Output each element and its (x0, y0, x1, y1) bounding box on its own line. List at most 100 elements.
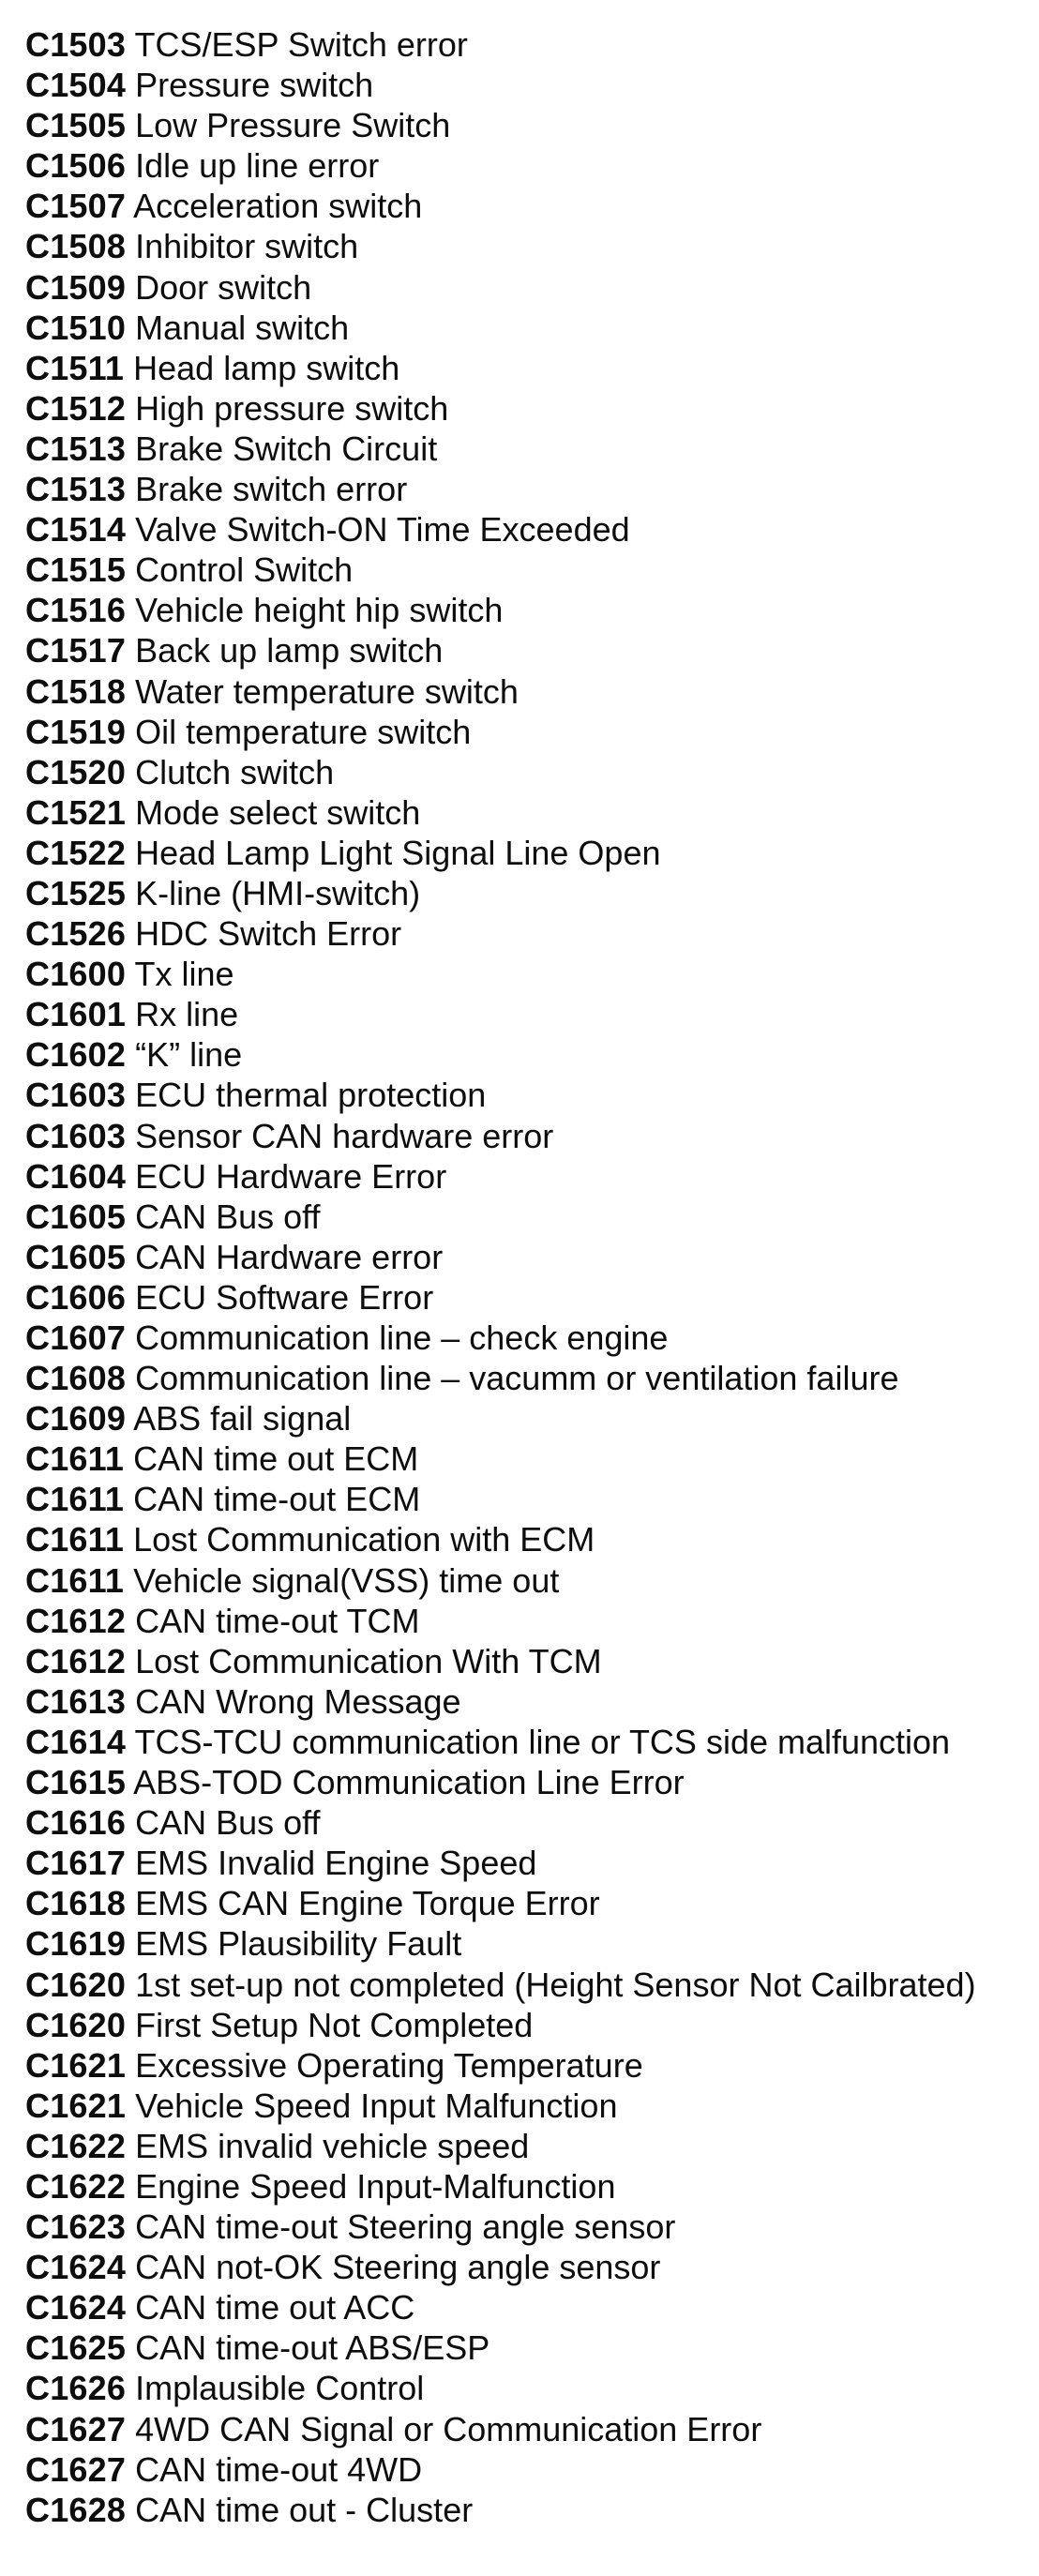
dtc-row: C1608 Communication line – vacumm or ven… (25, 1358, 1039, 1398)
dtc-code: C1614 (25, 1722, 127, 1761)
dtc-description: Vehicle Speed Input Malfunction (135, 2086, 618, 2125)
dtc-code: C1607 (25, 1318, 127, 1357)
dtc-row: C1518 Water temperature switch (25, 671, 1039, 712)
dtc-code: C1503 (25, 25, 127, 64)
dtc-code: C1627 (25, 2449, 127, 2489)
dtc-description: Vehicle signal(VSS) time out (133, 1560, 560, 1600)
dtc-description: EMS CAN Engine Torque Error (135, 1884, 600, 1923)
dtc-description: Sensor CAN hardware error (135, 1116, 554, 1155)
dtc-row: C1615 ABS-TOD Communication Line Error (25, 1762, 1039, 1802)
dtc-code: C1526 (25, 914, 127, 954)
dtc-row: C1515 Control Switch (25, 550, 1039, 590)
dtc-description: CAN time-out 4WD (135, 2449, 423, 2489)
dtc-row: C1604 ECU Hardware Error (25, 1156, 1039, 1197)
dtc-code: C1516 (25, 591, 127, 630)
dtc-code: C1606 (25, 1277, 127, 1317)
dtc-row: C1620 1st set-up not completed (Height S… (25, 1965, 1039, 2005)
dtc-description: K-line (HMI-switch) (135, 873, 421, 912)
dtc-row: C1626 Implausible Control (25, 2368, 1039, 2408)
dtc-description: TCS-TCU communication line or TCS side m… (134, 1722, 951, 1761)
dtc-row: C1611 CAN time-out ECM (25, 1479, 1039, 1519)
dtc-code: C1613 (25, 1681, 127, 1721)
dtc-code: C1625 (25, 2328, 127, 2368)
dtc-code: C1514 (25, 510, 127, 550)
dtc-code: C1511 (25, 348, 125, 387)
dtc-description: CAN time out ECM (133, 1439, 419, 1479)
dtc-row: C1617 EMS Invalid Engine Speed (25, 1843, 1039, 1883)
dtc-row: C1625 CAN time-out ABS/ESP (25, 2327, 1039, 2368)
dtc-description: ECU Hardware Error (135, 1156, 447, 1196)
dtc-code: C1517 (25, 631, 127, 670)
dtc-description: Head lamp switch (133, 348, 400, 387)
dtc-code: C1617 (25, 1844, 127, 1883)
dtc-row: C1519 Oil temperature switch (25, 712, 1039, 752)
dtc-description: Lost Communication with ECM (133, 1520, 595, 1559)
dtc-code: C1507 (25, 187, 127, 226)
dtc-description: CAN Hardware error (135, 1237, 444, 1276)
dtc-description: CAN time-out ABS/ESP (135, 2328, 490, 2368)
dtc-description: Oil temperature switch (135, 712, 472, 751)
dtc-row: C1614 TCS-TCU communication line or TCS … (25, 1722, 1039, 1762)
dtc-description: ECU Software Error (135, 1277, 434, 1317)
dtc-code: C1506 (25, 146, 127, 186)
dtc-row: C1602 “K” line (25, 1034, 1039, 1075)
dtc-description: Back up lamp switch (135, 631, 444, 670)
dtc-row: C1526 HDC Switch Error (25, 913, 1039, 954)
dtc-row: C1623 CAN time-out Steering angle sensor (25, 2207, 1039, 2247)
dtc-description: Valve Switch-ON Time Exceeded (135, 510, 630, 550)
dtc-row: C1621 Excessive Operating Temperature (25, 2045, 1039, 2086)
dtc-description: Engine Speed Input-Malfunction (135, 2166, 616, 2206)
dtc-code: C1611 (25, 1480, 125, 1519)
dtc-code: C1603 (25, 1076, 127, 1115)
dtc-code: C1605 (25, 1237, 127, 1276)
dtc-row: C1622 EMS invalid vehicle speed (25, 2126, 1039, 2166)
dtc-description: Vehicle height hip switch (135, 591, 504, 630)
dtc-description: Manual switch (135, 308, 350, 347)
dtc-code: C1615 (25, 1763, 127, 1802)
dtc-code: C1512 (25, 388, 127, 428)
dtc-code: C1622 (25, 2126, 127, 2165)
dtc-row: C1603 ECU thermal protection (25, 1075, 1039, 1115)
dtc-code: C1525 (25, 873, 127, 912)
dtc-code: C1616 (25, 1803, 127, 1843)
dtc-row: C1525 K-line (HMI-switch) (25, 873, 1039, 913)
dtc-description: CAN Bus off (135, 1197, 321, 1236)
dtc-row: C1606 ECU Software Error (25, 1277, 1039, 1318)
dtc-row: C1601 Rx line (25, 994, 1039, 1034)
dtc-description: CAN time-out Steering angle sensor (135, 2207, 676, 2247)
dtc-description: Inhibitor switch (135, 227, 359, 266)
dtc-row: C1505 Low Pressure Switch (25, 105, 1039, 145)
dtc-row: C1605 CAN Hardware error (25, 1237, 1039, 1277)
dtc-code: C1612 (25, 1641, 127, 1680)
dtc-row: C1621 Vehicle Speed Input Malfunction (25, 2086, 1039, 2126)
dtc-description: CAN time out ACC (135, 2288, 415, 2327)
dtc-code: C1618 (25, 1884, 127, 1923)
dtc-row: C1612 Lost Communication With TCM (25, 1641, 1039, 1681)
dtc-code: C1619 (25, 1924, 127, 1964)
dtc-code: C1605 (25, 1197, 127, 1236)
dtc-code: C1611 (25, 1560, 125, 1600)
dtc-description: EMS invalid vehicle speed (135, 2126, 530, 2165)
dtc-description: Acceleration switch (133, 187, 423, 226)
dtc-row: C1510 Manual switch (25, 308, 1039, 348)
dtc-code: C1601 (25, 995, 127, 1034)
dtc-row: C1627 CAN time-out 4WD (25, 2449, 1039, 2490)
dtc-code: C1600 (25, 955, 127, 994)
dtc-description: Idle up line error (135, 146, 380, 186)
dtc-code: C1505 (25, 106, 127, 145)
dtc-description: Communication line – vacumm or ventilati… (135, 1359, 899, 1398)
dtc-description: Communication line – check engine (135, 1318, 669, 1357)
dtc-code: C1602 (25, 1035, 127, 1075)
dtc-row: C1506 Idle up line error (25, 145, 1039, 186)
dtc-code: C1509 (25, 267, 127, 307)
dtc-row: C1611 Lost Communication with ECM (25, 1519, 1039, 1559)
dtc-description: Rx line (135, 995, 239, 1034)
dtc-description: HDC Switch Error (135, 914, 402, 954)
dtc-description: Low Pressure Switch (135, 106, 451, 145)
dtc-description: EMS Plausibility Fault (135, 1924, 462, 1964)
dtc-code: C1522 (25, 833, 127, 872)
dtc-code: C1604 (25, 1156, 127, 1196)
dtc-row: C1520 Clutch switch (25, 752, 1039, 792)
dtc-description: Door switch (135, 267, 312, 307)
dtc-row: C1613 CAN Wrong Message (25, 1681, 1039, 1722)
